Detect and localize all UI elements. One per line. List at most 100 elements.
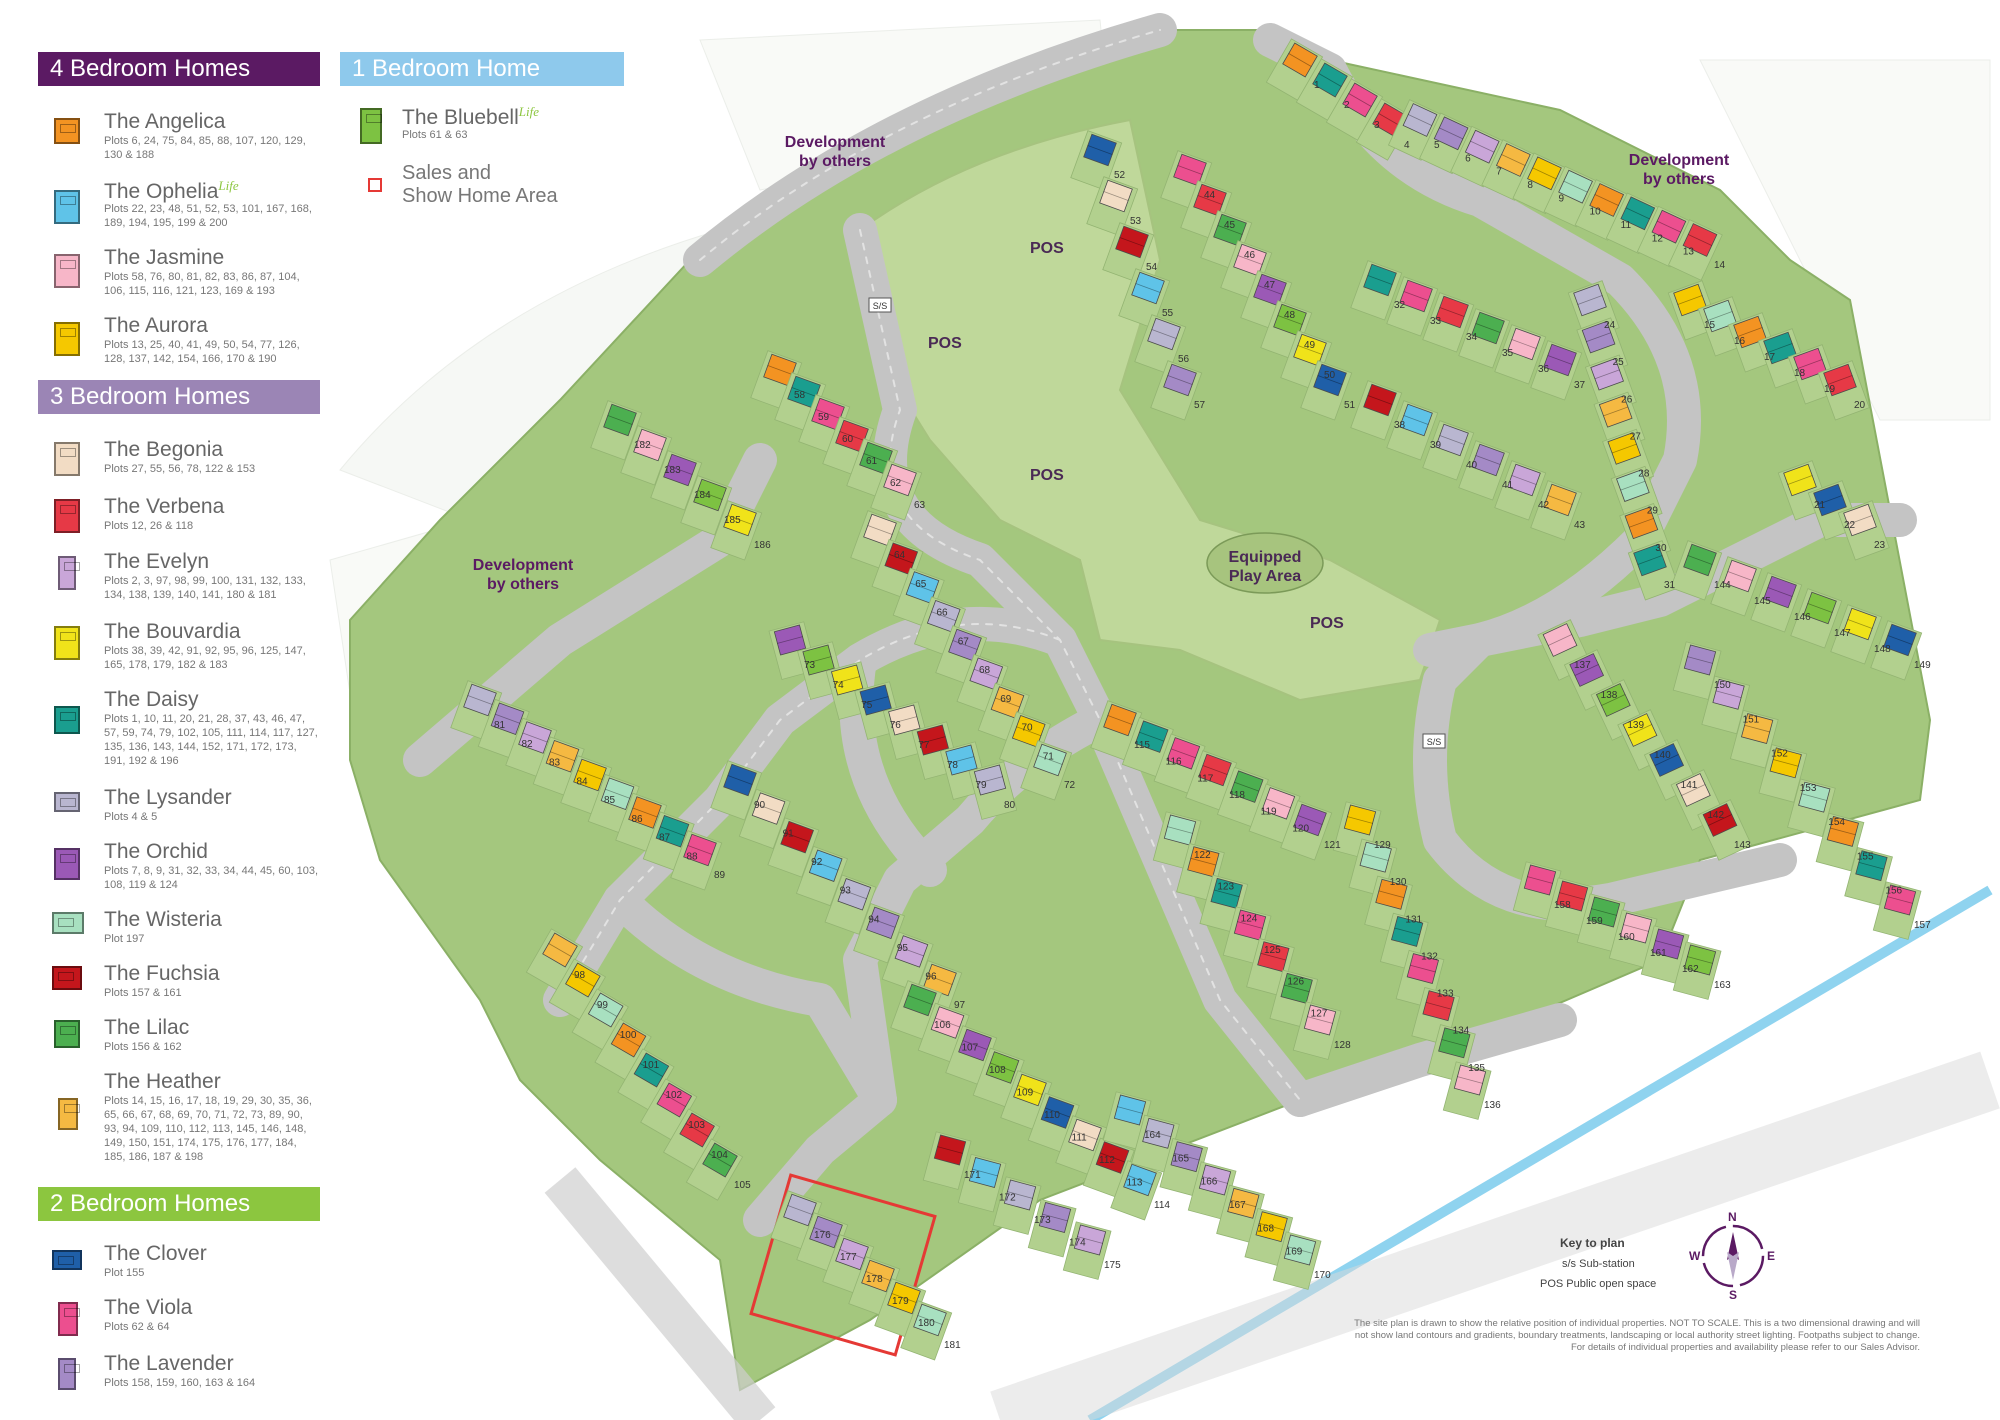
house-footprint bbox=[1375, 878, 1408, 910]
plot-number: 166 bbox=[1201, 1177, 1218, 1188]
plot-number: 121 bbox=[1324, 840, 1341, 851]
house-footprint bbox=[1683, 644, 1717, 676]
entry-plots: Plots 1, 10, 11, 20, 21, 28, 37, 43, 46,… bbox=[104, 713, 318, 767]
house-footprint bbox=[1843, 607, 1877, 641]
house bbox=[1110, 1160, 1163, 1221]
plot-number: 41 bbox=[1502, 480, 1514, 491]
house bbox=[1350, 380, 1403, 441]
house bbox=[1300, 360, 1353, 421]
roof-ridge bbox=[1687, 656, 1713, 664]
roof-ridge bbox=[1637, 555, 1663, 565]
house-footprint bbox=[573, 758, 607, 792]
plot-number: 81 bbox=[494, 720, 506, 731]
house-footprint bbox=[1123, 1163, 1157, 1197]
plot-number: 64 bbox=[894, 550, 906, 561]
plot-number: 167 bbox=[1229, 1200, 1246, 1211]
house-footprint bbox=[1798, 781, 1831, 813]
house-footprint bbox=[1763, 331, 1797, 365]
house-footprint bbox=[930, 1006, 965, 1039]
roof-ridge bbox=[727, 775, 753, 785]
house bbox=[1605, 192, 1661, 255]
roof-ridge bbox=[1016, 726, 1042, 737]
roof-ridge bbox=[1625, 207, 1650, 220]
roof-ridge bbox=[1045, 1107, 1070, 1118]
wisteria-swatch-icon bbox=[52, 912, 84, 934]
house bbox=[525, 928, 584, 991]
roof-ridge bbox=[1773, 759, 1799, 767]
plot-number: 77 bbox=[918, 740, 930, 751]
house-footprint bbox=[1163, 814, 1197, 846]
plot-number: 116 bbox=[1166, 757, 1182, 768]
plot-number: 150 bbox=[1714, 680, 1731, 691]
house bbox=[1672, 941, 1722, 1000]
roof-ridge bbox=[1707, 311, 1733, 321]
house-footprint bbox=[894, 935, 929, 968]
plot-number: 171 bbox=[964, 1170, 981, 1181]
roof-ridge bbox=[1037, 755, 1063, 765]
roof-ridge bbox=[1807, 603, 1833, 613]
house bbox=[1118, 268, 1171, 329]
plot-number: 51 bbox=[1344, 400, 1356, 411]
roof-ridge bbox=[1601, 694, 1626, 706]
plot-number: 95 bbox=[897, 943, 909, 954]
roof-ridge bbox=[1072, 1130, 1098, 1140]
plot-number: 12 bbox=[1652, 233, 1664, 244]
roof-ridge bbox=[1347, 816, 1373, 824]
house bbox=[1530, 480, 1583, 541]
lavender-swatch-icon bbox=[58, 1358, 80, 1390]
plot-number: 62 bbox=[890, 478, 902, 489]
house bbox=[1815, 812, 1865, 872]
roof-ridge bbox=[784, 832, 810, 842]
house bbox=[1062, 1221, 1112, 1280]
plot-number: 2 bbox=[1344, 100, 1350, 111]
roof-ridge bbox=[1603, 406, 1629, 417]
house-footprint bbox=[1649, 743, 1685, 777]
roof-ridge bbox=[839, 431, 865, 441]
plot-number: 56 bbox=[1178, 354, 1190, 365]
roof-ridge bbox=[777, 636, 803, 644]
house-footprint bbox=[1607, 432, 1642, 465]
roof-ridge bbox=[594, 1003, 618, 1017]
roof-ridge bbox=[1119, 237, 1145, 247]
roof-ridge bbox=[1847, 515, 1873, 525]
plot-number: 82 bbox=[522, 739, 534, 750]
house bbox=[992, 1176, 1042, 1235]
house bbox=[1150, 360, 1203, 421]
house-footprint bbox=[1283, 1234, 1317, 1266]
roof-ridge bbox=[1277, 315, 1303, 325]
entry-name: The OpheliaLife bbox=[104, 178, 239, 203]
house-footprint bbox=[1620, 196, 1656, 231]
roof-ridge bbox=[937, 1146, 963, 1154]
house-footprint bbox=[1673, 283, 1707, 317]
house-footprint bbox=[1282, 42, 1318, 78]
roof-ridge bbox=[1527, 876, 1553, 884]
plot-number: 30 bbox=[1655, 543, 1667, 554]
house-footprint bbox=[1233, 243, 1267, 277]
plot-number: 113 bbox=[1127, 1178, 1143, 1189]
house-footprint bbox=[1033, 743, 1067, 777]
house-footprint bbox=[702, 1142, 738, 1178]
roof-ridge bbox=[1087, 145, 1113, 155]
plot-number: 89 bbox=[714, 870, 726, 881]
viola-swatch-icon bbox=[58, 1302, 80, 1336]
house-footprint bbox=[1616, 469, 1650, 502]
roof-ridge bbox=[1103, 191, 1129, 201]
roof-ridge bbox=[1217, 225, 1243, 235]
entry-plots: Plots 38, 39, 42, 91, 92, 95, 96, 125, 1… bbox=[104, 645, 306, 671]
plot-number: 79 bbox=[975, 780, 987, 791]
house bbox=[1494, 324, 1547, 385]
house-footprint bbox=[1233, 909, 1267, 941]
house bbox=[824, 874, 877, 935]
roof-ridge bbox=[1475, 323, 1501, 333]
house-footprint bbox=[903, 983, 937, 1017]
house-footprint bbox=[1099, 179, 1133, 213]
plot-number: 99 bbox=[597, 1000, 609, 1011]
house-footprint bbox=[628, 796, 662, 829]
house bbox=[900, 1300, 953, 1361]
house bbox=[1187, 1161, 1237, 1220]
substation-marker: S/S bbox=[868, 297, 892, 313]
pos-label: POS bbox=[1310, 615, 1344, 632]
plot-number: 50 bbox=[1324, 370, 1336, 381]
roof-ridge bbox=[1629, 518, 1654, 528]
